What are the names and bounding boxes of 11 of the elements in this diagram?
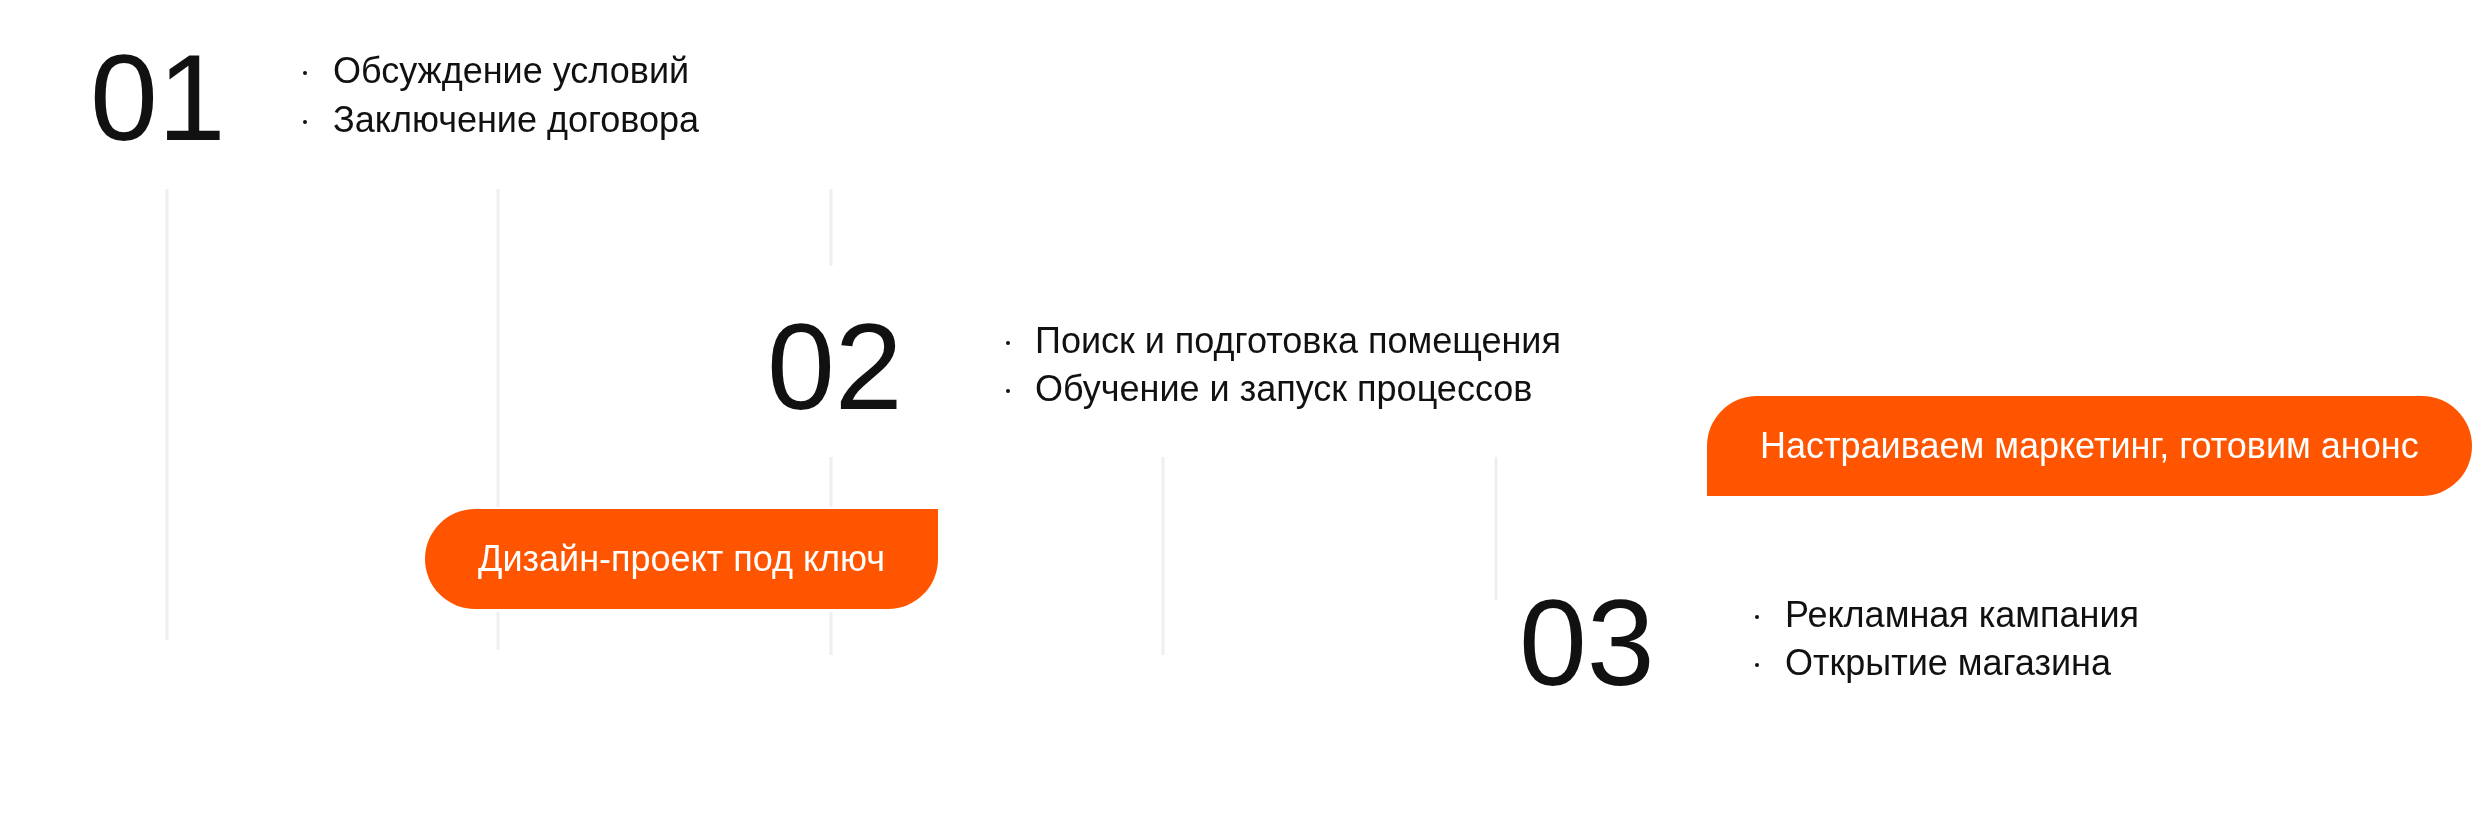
list-item: Поиск и подготовка помещения (1035, 321, 1561, 361)
list-item: Обучение и запуск процессов (1035, 369, 1533, 409)
list-item: Рекламная кампания (1785, 595, 2140, 635)
list-item: Открытие магазина (1785, 643, 2111, 683)
step-number: 03 (1519, 582, 1655, 704)
step-number: 02 (767, 306, 903, 428)
stage-pill: Дизайн-проект под ключ (425, 509, 939, 609)
list-item: Обсуждение условий (333, 51, 690, 91)
step-number: 01 (90, 37, 226, 159)
stage-pill: Настраиваем маркетинг, готовим анонс (1707, 396, 2472, 496)
list-item: Заключение договора (333, 100, 700, 140)
